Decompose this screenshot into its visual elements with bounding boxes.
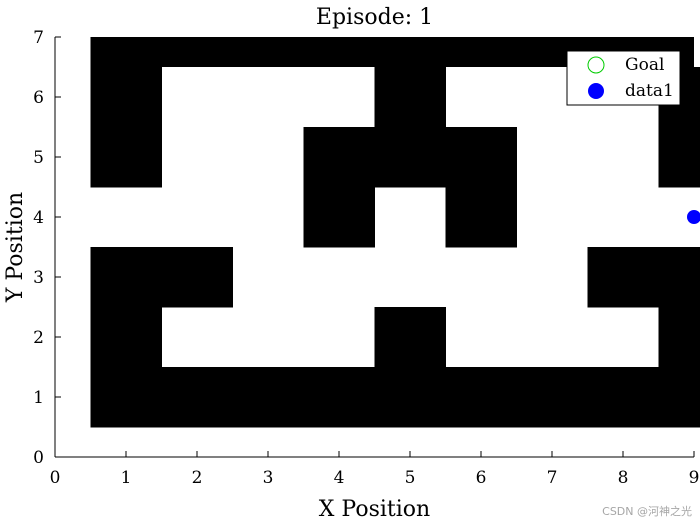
wall-cell [161, 247, 233, 308]
y-tick-label: 2 [33, 328, 44, 348]
x-tick-label: 7 [547, 468, 558, 488]
y-tick-label: 6 [33, 88, 44, 108]
wall-cell [303, 127, 375, 188]
watermark: CSDN @河神之光 [602, 505, 692, 518]
x-tick-label: 3 [263, 468, 274, 488]
agent-points [687, 210, 700, 224]
wall-cell [303, 187, 375, 248]
y-tick-label: 5 [33, 148, 44, 168]
x-tick-label: 9 [689, 468, 700, 488]
wall-cell [445, 127, 517, 188]
wall-cell [303, 367, 375, 428]
legend-goal-label: Goal [625, 55, 664, 75]
wall-cell [374, 367, 446, 428]
wall-cell [374, 307, 446, 368]
wall-cell [232, 367, 304, 428]
x-ticks: 0 1 2 3 4 5 6 7 8 9 [50, 451, 700, 488]
data1-point [687, 210, 700, 224]
x-tick-label: 2 [192, 468, 203, 488]
legend-data1-marker [588, 83, 604, 99]
wall-cell [161, 367, 233, 428]
wall-cell [445, 187, 517, 248]
wall-cell [658, 307, 700, 368]
x-tick-label: 5 [405, 468, 416, 488]
legend: Goal data1 [566, 50, 681, 106]
legend-goal-marker [587, 56, 605, 74]
legend-box [566, 50, 681, 106]
wall-cell [90, 67, 162, 128]
legend-data1-label: data1 [625, 81, 674, 101]
chart-title: Episode: 1 [316, 5, 433, 30]
wall-cell [90, 367, 162, 428]
y-tick-label: 0 [33, 448, 44, 468]
wall-cell [658, 367, 700, 428]
wall-cell [90, 127, 162, 188]
y-tick-label: 7 [33, 28, 44, 48]
x-axis-title: X Position [319, 497, 430, 522]
x-tick-label: 6 [476, 468, 487, 488]
x-tick-label: 1 [121, 468, 132, 488]
x-tick-label: 0 [50, 468, 61, 488]
wall-cell [587, 247, 659, 308]
y-ticks: 0 1 2 3 4 5 6 7 [33, 28, 61, 468]
x-tick-label: 8 [618, 468, 629, 488]
wall-cell [90, 247, 162, 308]
wall-cell [374, 127, 446, 188]
y-axis-title: Y Position [3, 192, 28, 303]
y-tick-label: 3 [33, 268, 44, 288]
y-tick-label: 4 [33, 208, 44, 228]
wall-cell [445, 367, 517, 428]
x-tick-label: 4 [334, 468, 345, 488]
wall-cell [658, 127, 700, 188]
wall-cell [516, 367, 588, 428]
wall-cell [90, 307, 162, 368]
wall-cell [374, 67, 446, 128]
wall-cell [587, 367, 659, 428]
wall-cell [658, 247, 700, 308]
y-tick-label: 1 [33, 388, 44, 408]
